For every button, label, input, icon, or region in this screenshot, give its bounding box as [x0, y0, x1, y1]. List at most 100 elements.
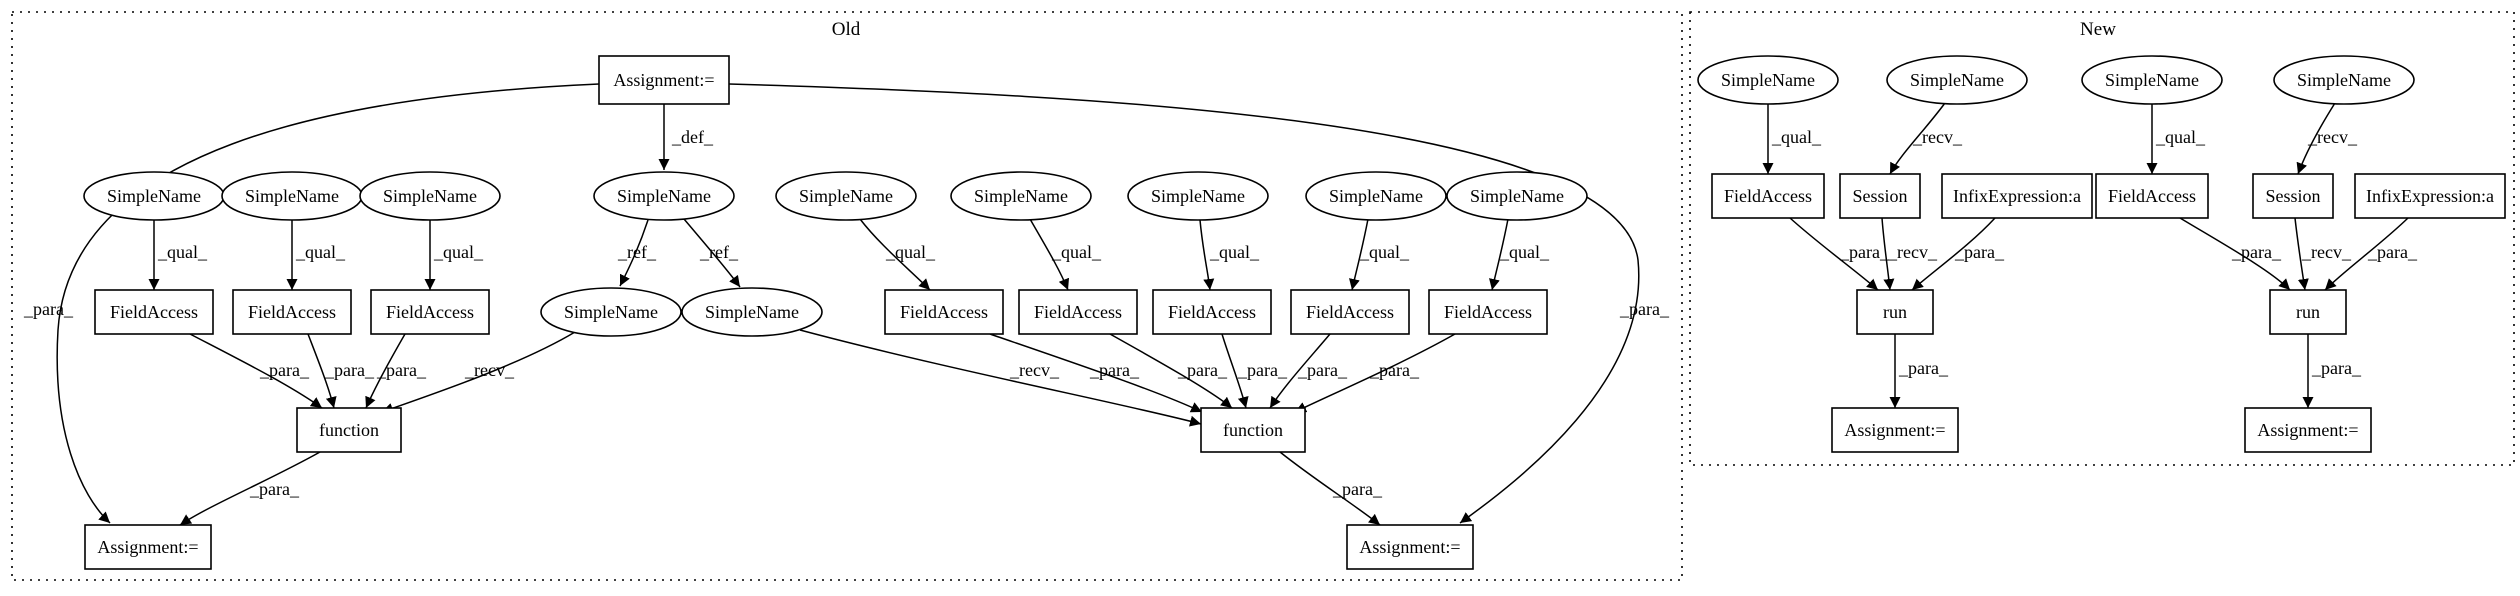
node-box [598, 55, 730, 105]
node-box [1839, 173, 1921, 219]
node-n-inf2: InfixExpression:a [2354, 173, 2506, 219]
node-o-sn-q7: SimpleName [1305, 171, 1447, 221]
edge-arrow [381, 331, 576, 414]
node-label: FieldAccess [1306, 302, 1394, 322]
node-o-asg-l: Assignment:= [84, 524, 212, 570]
node-label: SimpleName [564, 302, 658, 322]
edge-arrow [683, 218, 741, 288]
edge: _qual_ [424, 220, 484, 290]
edge-arrow [799, 329, 1202, 427]
node-o-sn-q8: SimpleName [1446, 171, 1588, 221]
node-label: Assignment:= [1844, 420, 1945, 440]
edge-label: _para_ [2367, 242, 2418, 262]
node-label: FieldAccess [1724, 186, 1812, 206]
node-o-fa6: FieldAccess [1152, 289, 1272, 335]
edge-label: _ref_ [617, 242, 657, 262]
edge: _recv_ [1881, 217, 1938, 291]
node-n-fa2: FieldAccess [2095, 173, 2209, 219]
node-label: SimpleName [383, 186, 477, 206]
edge-label: _qual_ [433, 242, 484, 262]
edge-arrow [307, 333, 337, 409]
edge-label: _para_ [1839, 242, 1890, 262]
node-o-sn-ref1: SimpleName [540, 287, 682, 337]
edge-arrow [1789, 217, 1879, 291]
edge-arrow [365, 333, 406, 409]
edge-label: _para_ [1898, 358, 1949, 378]
edge-arrow [56, 83, 600, 524]
edge: _para_ [365, 333, 427, 409]
edge-label: _para_ [1297, 360, 1348, 380]
edge: _para_ [2324, 217, 2418, 291]
edge-label: _para_ [259, 360, 310, 380]
node-label: FieldAccess [2108, 186, 2196, 206]
node-n-sn4: SimpleName [2273, 55, 2415, 105]
node-label: Assignment:= [613, 70, 714, 90]
edge: _para_ [1789, 217, 1890, 291]
node-label: SimpleName [1151, 186, 1245, 206]
node-o-sn-q2: SimpleName [221, 171, 363, 221]
node-ellipse [540, 287, 682, 337]
node-n-fa1: FieldAccess [1711, 173, 1825, 219]
node-label: SimpleName [1329, 186, 1423, 206]
edge-label: _para_ [1954, 242, 2005, 262]
node-n-run1: run [1856, 289, 1934, 335]
edge: _recv_ [381, 331, 576, 414]
node-label: SimpleName [799, 186, 893, 206]
node-ellipse [359, 171, 501, 221]
edge-label: _para_ [2231, 242, 2282, 262]
node-ellipse [2081, 55, 2223, 105]
edge-label: _para_ [1089, 360, 1140, 380]
edge-label: _recv_ [1009, 360, 1060, 380]
edge-arrow [1199, 219, 1215, 291]
node-label: SimpleName [245, 186, 339, 206]
node-n-sn1: SimpleName [1697, 55, 1839, 105]
edge-label: _qual_ [1771, 127, 1822, 147]
node-box [1941, 173, 2093, 219]
node-label: SimpleName [2297, 70, 2391, 90]
node-ellipse [1127, 171, 1269, 221]
edge: _para_ [1294, 333, 1456, 413]
node-box [1831, 407, 1959, 453]
edge: _recv_ [1889, 102, 1963, 175]
cluster-label: New [2080, 19, 2116, 40]
node-ellipse [2273, 55, 2415, 105]
edge-arrow [1911, 217, 1996, 291]
node-o-sn-ref2: SimpleName [681, 287, 823, 337]
node-n-asg2: Assignment:= [2244, 407, 2372, 453]
node-box [2354, 173, 2506, 219]
node-box [1711, 173, 1825, 219]
edge-arrow [1221, 333, 1249, 409]
edge: _qual_ [1489, 218, 1550, 291]
edge-arrow [2324, 217, 2409, 291]
node-o-fn2: function [1200, 407, 1306, 453]
cluster-frame [11, 11, 1683, 581]
edge: _para_ [1911, 217, 2005, 291]
node-o-asg-r: Assignment:= [1346, 524, 1474, 570]
edge-arrow [1269, 333, 1331, 409]
edge-label: _para_ [249, 479, 300, 499]
node-ellipse [1886, 55, 2028, 105]
node-box [232, 289, 352, 335]
edge: _qual_ [1762, 104, 1822, 174]
node-o-fa8: FieldAccess [1428, 289, 1548, 335]
node-ellipse [950, 171, 1092, 221]
edge-label: _qual_ [885, 242, 936, 262]
edge-label: _para_ [23, 299, 74, 319]
edge-label: _def_ [671, 127, 714, 147]
edge: _ref_ [683, 218, 741, 288]
edge: _qual_ [148, 219, 208, 290]
edge-arrow [2179, 217, 2291, 291]
edge: _qual_ [286, 220, 346, 290]
node-label: SimpleName [617, 186, 711, 206]
edge: _para_ [2179, 217, 2291, 291]
edge: _para_ [307, 333, 375, 409]
node-box [296, 407, 402, 453]
edge: _qual_ [1349, 218, 1410, 291]
node-ellipse [1697, 55, 1839, 105]
node-label: SimpleName [1470, 186, 1564, 206]
edge: _recv_ [2294, 217, 2352, 291]
node-label: SimpleName [107, 186, 201, 206]
edge: _recv_ [799, 329, 1202, 427]
node-n-sn2: SimpleName [1886, 55, 2028, 105]
